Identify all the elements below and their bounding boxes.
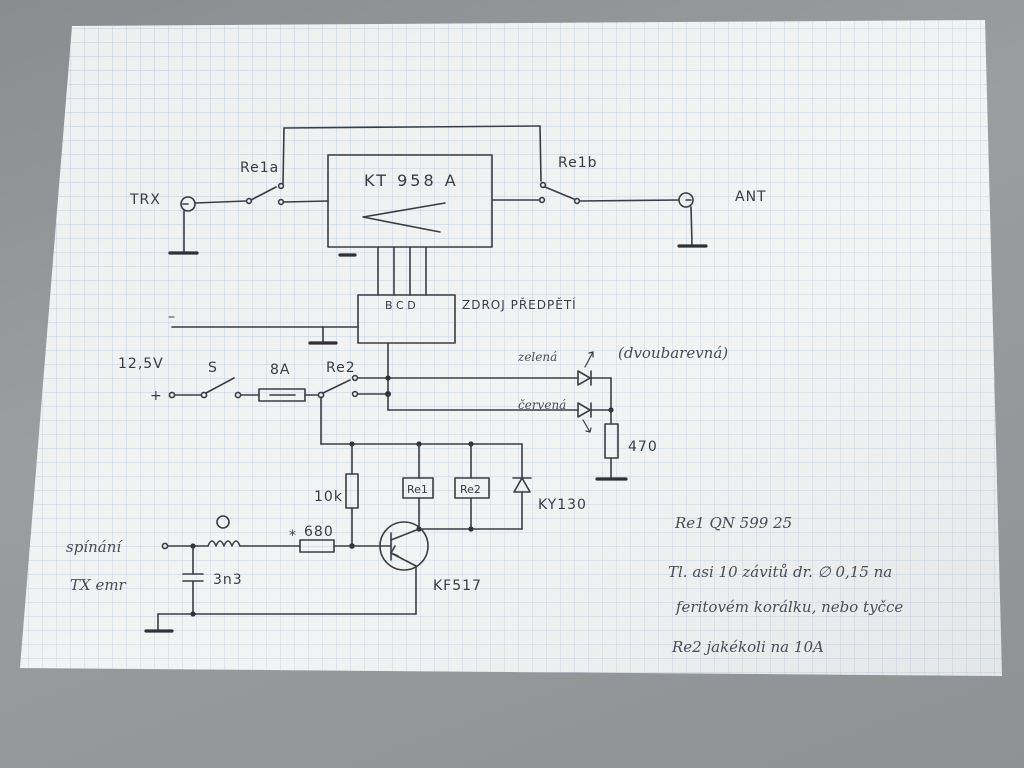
note-line-2: Tl. asi 10 závitů dr. ∅ 0,15 na: [668, 563, 892, 581]
label-re1a: Re1a: [240, 160, 279, 176]
relay-coil-re1: [402, 477, 434, 499]
label-relay1: Re1: [407, 483, 428, 496]
power-section: [168, 351, 628, 481]
label-transistor: KF517: [433, 578, 482, 594]
bypass-line: [283, 125, 541, 129]
label-led-note: (dvoubarevná): [618, 344, 728, 362]
label-star: *: [289, 528, 297, 544]
note-line-1: Re1 QN 599 25: [674, 514, 792, 532]
led-green: [577, 351, 594, 386]
labels: TRX ANT Re1a Re1b KT 958 A B C D ZDROJ P…: [66, 155, 767, 594]
relay-coil-re2: [454, 477, 490, 499]
label-relay2: Re2: [460, 483, 481, 496]
note-line-3: feritovém korálku, nebo tyčce: [675, 598, 903, 616]
label-r470: 470: [628, 439, 658, 455]
label-re2-contact: Re2: [326, 360, 356, 376]
label-trx: TRX: [129, 192, 161, 208]
note-line-4: Re2 jakékoli na 10A: [671, 638, 824, 656]
notes-block: Re1 QN 599 25 Tl. asi 10 závitů dr. ∅ 0,…: [668, 514, 903, 656]
ant-connector: [678, 192, 694, 208]
relay-contact-re1b: [491, 181, 680, 205]
label-voltage: 12,5V: [118, 356, 164, 372]
label-switch: S: [208, 360, 218, 376]
label-fuse: 8A: [270, 362, 290, 378]
relay-contact-re2: [322, 379, 351, 394]
label-bias-supply: ZDROJ PŘEDPĚTÍ: [462, 297, 577, 312]
label-cap: 3n3: [213, 572, 243, 588]
label-re1b: Re1b: [558, 155, 598, 171]
label-led-red: červená: [518, 398, 566, 412]
transistor-kf517: [351, 521, 429, 615]
driver-section: [144, 443, 532, 633]
label-diode: KY130: [538, 497, 587, 513]
label-bcd: B C D: [385, 299, 416, 312]
switch-s: [205, 377, 235, 394]
label-r680: 680: [304, 524, 334, 540]
label-minus: –: [168, 309, 176, 325]
ferrite-bead: [216, 515, 230, 529]
label-led-green: zelená: [517, 350, 557, 364]
label-amplifier: KT 958 A: [364, 171, 459, 190]
ant-ground: [690, 206, 693, 245]
label-ptt-1: spínání: [66, 538, 123, 556]
label-ptt-2: TX emr: [70, 576, 127, 594]
paper-sheet: [20, 20, 1002, 676]
label-ant: ANT: [735, 189, 767, 205]
relay-contact-re1a: [250, 127, 329, 206]
label-plus: +: [150, 388, 163, 404]
trx-connector: [180, 196, 196, 212]
rf-section: [168, 125, 708, 257]
bias-supply-box: [357, 294, 456, 344]
choke-coil: [207, 540, 241, 547]
label-r10k: 10k: [314, 489, 343, 505]
bias-supply-section: [171, 246, 456, 394]
